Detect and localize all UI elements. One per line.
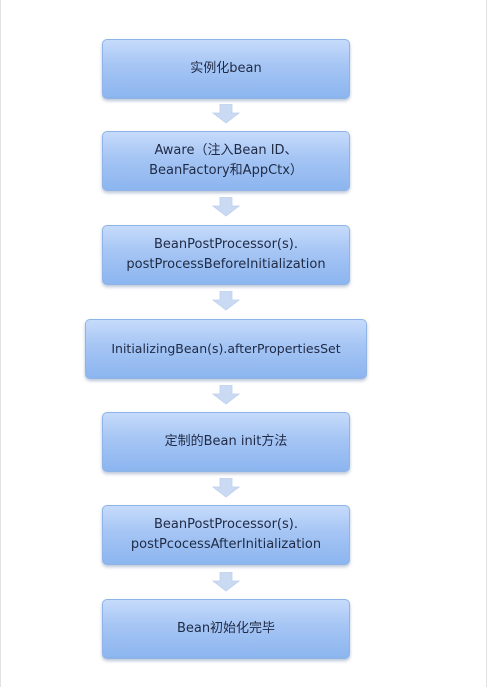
arrow-down-icon bbox=[212, 104, 240, 124]
arrow-down-icon bbox=[212, 572, 240, 592]
step-bean-init-complete: Bean初始化完毕 bbox=[102, 599, 350, 659]
step-label: BeanPostProcessor(s). postProcessBeforeI… bbox=[126, 237, 326, 272]
arrow-down-icon bbox=[212, 197, 240, 217]
step-post-process-before-init: BeanPostProcessor(s). postProcessBeforeI… bbox=[102, 225, 350, 285]
step-label: Bean初始化完毕 bbox=[176, 621, 276, 636]
step-label: BeanPostProcessor(s). postPcocessAfterIn… bbox=[130, 517, 322, 552]
step-label: InitializingBean(s).afterPropertiesSet bbox=[111, 341, 341, 356]
frame-right-edge bbox=[486, 0, 487, 687]
step-post-process-after-init: BeanPostProcessor(s). postPcocessAfterIn… bbox=[102, 505, 350, 565]
step-after-properties-set: InitializingBean(s).afterPropertiesSet bbox=[85, 319, 367, 379]
arrow-down-icon bbox=[212, 478, 240, 498]
step-label: 定制的Bean init方法 bbox=[164, 434, 288, 449]
step-instantiate-bean: 实例化bean bbox=[102, 39, 350, 99]
frame-left-edge bbox=[0, 0, 1, 687]
arrow-down-icon bbox=[212, 291, 240, 311]
step-label: 实例化bean bbox=[190, 61, 262, 76]
step-label: Aware（注入Bean ID、 BeanFactory和AppCtx） bbox=[149, 143, 303, 178]
step-aware: Aware（注入Bean ID、 BeanFactory和AppCtx） bbox=[102, 131, 350, 191]
arrow-down-icon bbox=[212, 385, 240, 405]
step-custom-init-method: 定制的Bean init方法 bbox=[102, 412, 350, 472]
